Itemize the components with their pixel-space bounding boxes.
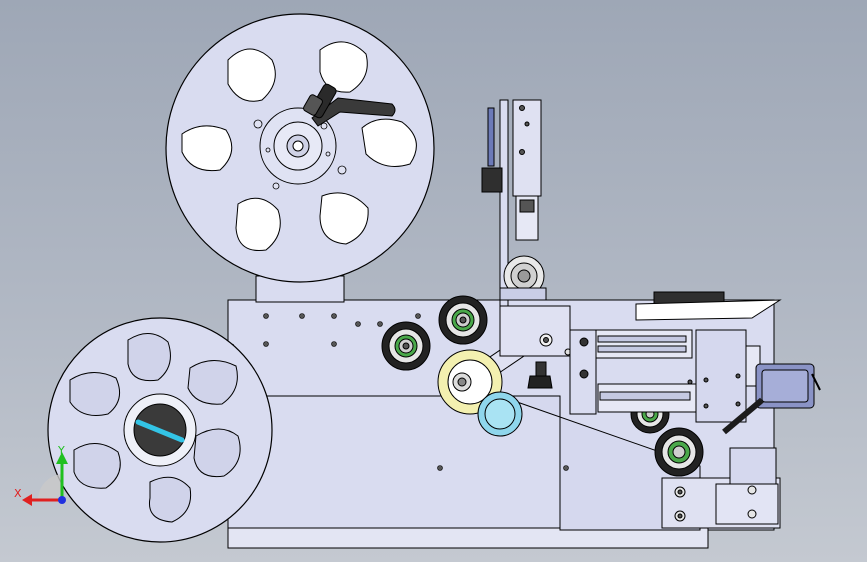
sensor-post [481,99,542,311]
axis-y-label: Y [57,444,65,457]
roller-4 [654,427,704,477]
coordinate-triad [22,452,68,506]
label-sensor [755,363,821,409]
roller-1 [381,321,431,371]
axis-x-label: X [14,487,22,500]
crank-handle[interactable] [302,83,396,127]
frame-holes [229,313,569,471]
cylinder-assembly [569,291,782,423]
drive-rollers [381,295,704,477]
sensor-arm [722,397,764,435]
tension-disc [477,391,523,437]
roller-2 [438,295,488,345]
dispense-block [499,305,572,389]
guide-roller-top [499,255,547,301]
unwind-reel [165,13,435,283]
rewind-reel [47,317,273,543]
